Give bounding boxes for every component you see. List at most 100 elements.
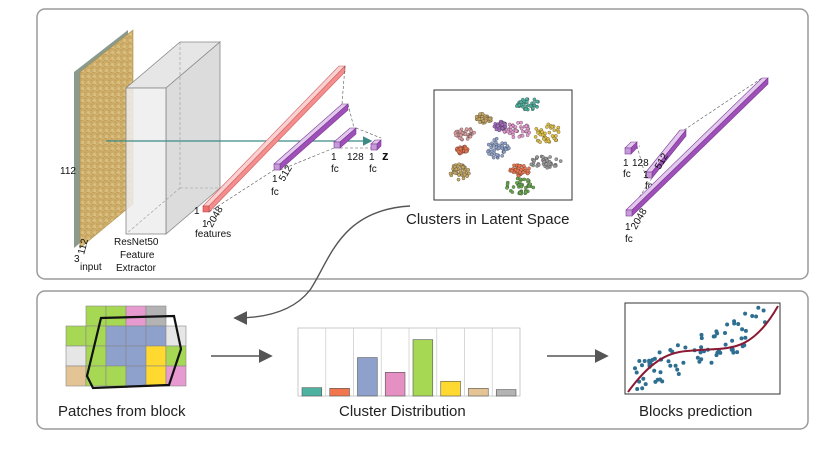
fc512-one-label: 1: [272, 174, 278, 185]
patch: [105, 305, 127, 327]
scatter-point: [657, 350, 662, 355]
scatter-point: [730, 338, 735, 343]
patch: [105, 345, 127, 367]
cluster-point: [505, 182, 510, 187]
scatter-point: [761, 308, 766, 313]
scatter-point: [640, 363, 644, 368]
prediction-scatter: [633, 305, 767, 391]
fc128-one-label: 1: [331, 152, 337, 163]
dec-fc128-dim-label: 128: [632, 158, 649, 169]
cluster-point: [492, 138, 497, 142]
dec-fc512-one-label: 1: [643, 170, 649, 181]
cluster-point: [518, 180, 522, 184]
cluster-point: [465, 137, 470, 141]
cluster-point: [522, 164, 526, 168]
cluster-point: [496, 124, 500, 128]
scatter-point: [714, 353, 719, 358]
bar: [495, 389, 517, 397]
cluster-point: [521, 102, 526, 107]
cluster-point: [491, 155, 496, 160]
cluster-point: [503, 141, 508, 146]
cluster-point: [448, 171, 453, 176]
cluster-point: [511, 135, 516, 139]
cluster-point: [510, 130, 515, 134]
bar: [357, 357, 378, 397]
cluster-scatter: [448, 97, 563, 196]
cluster-point: [532, 158, 536, 163]
cluster-point: [458, 169, 463, 173]
features-label: features: [195, 229, 231, 240]
cluster-point: [495, 153, 499, 157]
patch: [65, 325, 87, 347]
cluster-point: [465, 174, 469, 178]
cluster-point: [464, 127, 469, 131]
cluster-point: [454, 133, 458, 138]
input-bottom-label: 112: [76, 237, 91, 256]
scatter-point: [756, 305, 761, 310]
cluster-point: [525, 133, 530, 137]
cluster-point: [536, 163, 541, 167]
dec-fc128-fc-label: fc: [623, 169, 631, 180]
cluster-point: [521, 97, 525, 102]
fc128-dim-label: 128: [347, 152, 364, 163]
cluster-point: [456, 177, 461, 182]
cluster-point: [506, 129, 510, 134]
cluster-point: [528, 104, 533, 108]
cluster-point: [524, 124, 529, 129]
cluster-point: [521, 170, 526, 175]
cluster-point: [529, 162, 534, 167]
cluster-point: [535, 99, 539, 104]
scatter-point: [635, 387, 640, 391]
scatter-point: [723, 342, 728, 347]
cluster-point: [546, 139, 551, 143]
cluster-point: [454, 167, 459, 171]
cluster-point: [467, 171, 471, 176]
cluster-point: [538, 132, 543, 137]
cluster-point: [519, 99, 523, 104]
cluster-point: [510, 190, 515, 194]
cluster-point: [525, 171, 530, 176]
cluster-point: [474, 115, 479, 119]
cluster-to-patches-arrow: [233, 205, 411, 325]
bar: [412, 339, 434, 397]
cluster-point: [497, 146, 501, 150]
scatter-point: [675, 367, 680, 372]
connectors: [208, 65, 382, 213]
patch: [85, 345, 107, 367]
cluster-point: [550, 134, 555, 138]
scatter-point: [676, 372, 681, 376]
scatter-point: [736, 322, 741, 326]
scatter-point: [732, 321, 737, 326]
cluster-point: [536, 131, 540, 135]
cluster-point: [524, 190, 528, 194]
scatter-point: [683, 345, 688, 350]
cluster-point: [518, 191, 522, 195]
cluster-point: [531, 185, 536, 190]
patches-caption: Patches from block: [58, 403, 186, 420]
cluster-point: [517, 103, 522, 107]
dec-fc2048-one-label: 1: [625, 222, 631, 233]
dec-fc2048-bar: [625, 77, 769, 217]
cluster-point: [500, 146, 504, 151]
cluster-point: [535, 105, 539, 109]
cluster-point: [463, 146, 468, 151]
patch: [125, 345, 147, 367]
dec-fc512-bar: [645, 129, 687, 179]
distribution-caption: Cluster Distribution: [339, 403, 466, 420]
cluster-point: [472, 130, 476, 135]
cluster-point: [462, 172, 467, 177]
input-depth-label: 3: [74, 254, 80, 265]
cluster-point: [552, 128, 557, 132]
scatter-point: [675, 343, 680, 348]
dec-fc512-fc-label: fc: [645, 181, 653, 192]
scatter-point: [699, 336, 704, 341]
cluster-point: [522, 177, 527, 182]
cluster-point: [483, 118, 488, 123]
cluster-point: [469, 129, 474, 133]
dec-fc128-one-label: 1: [623, 158, 629, 169]
scatter-point: [641, 376, 646, 381]
cluster-point: [500, 126, 505, 131]
cluster-point: [510, 168, 514, 173]
scatter-point: [699, 332, 704, 337]
cluster-point: [494, 127, 499, 132]
